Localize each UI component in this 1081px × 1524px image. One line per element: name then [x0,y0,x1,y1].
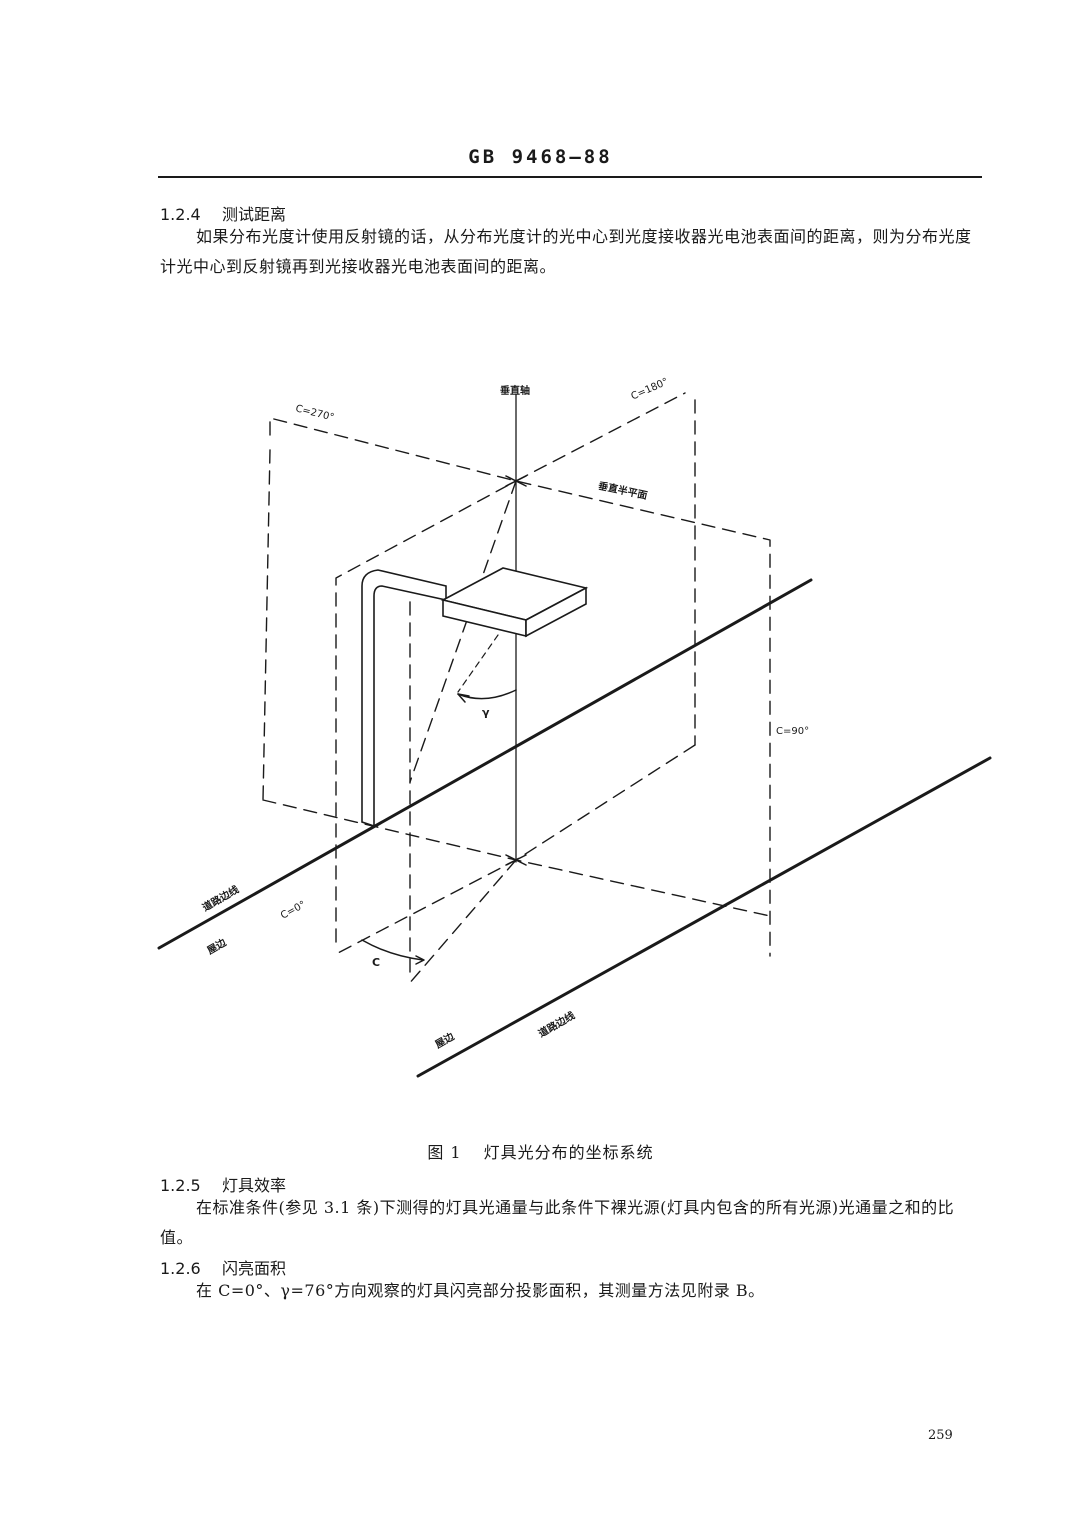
figure-caption-text: 灯具光分布的坐标系统 [483,1143,654,1162]
standard-code-header: GB 9468—88 [468,146,613,168]
figure-number: 图 1 [427,1143,462,1162]
section-title: 测试距离 [222,205,287,224]
page-number: 259 [928,1428,953,1443]
plane-c270-c90 [269,417,771,957]
coordinate-diagram [157,392,992,1078]
section-heading-1-2-6: 1.2.6 闪亮面积 [160,1255,286,1279]
road-edge-line-right [416,756,992,1078]
section-number: 1.2.5 [160,1176,201,1195]
section-number: 1.2.6 [160,1259,201,1278]
section-number: 1.2.4 [160,205,201,224]
figure-1: 垂直轴 C=180° C=270° 垂直半平面 C=90° C=0° γ C 道… [140,360,1010,1090]
section-body-1-2-5: 在标准条件(参见 3.1 条)下测得的灯具光通量与此条件下裸光源(灯具内包含的所… [160,1198,955,1247]
section-title: 闪亮面积 [222,1259,287,1278]
section-heading-1-2-4: 1.2.4 测试距离 [160,201,286,225]
section-heading-1-2-5: 1.2.5 灯具效率 [160,1172,286,1196]
label-gamma: γ [482,706,490,719]
road-edge-line-left [157,578,813,950]
header-rule [158,176,982,178]
section-body-1-2-6: 在 C=0°、γ=76°方向观察的灯具闪亮部分投影面积，其测量方法见附录 B。 [196,1281,765,1300]
section-body-1-2-4: 如果分布光度计使用反射镜的话，从分布光度计的光中心到光度接收器光电池表面间的距离… [160,227,972,276]
luminaire-pole [361,569,447,828]
label-c90: C=90° [776,726,810,737]
luminaire-box-side [525,586,587,638]
figure-caption: 图 1 灯具光分布的坐标系统 [0,1139,1081,1163]
label-c: C [372,956,381,969]
label-vertical-axis: 垂直轴 [500,386,530,397]
section-title: 灯具效率 [222,1176,287,1195]
